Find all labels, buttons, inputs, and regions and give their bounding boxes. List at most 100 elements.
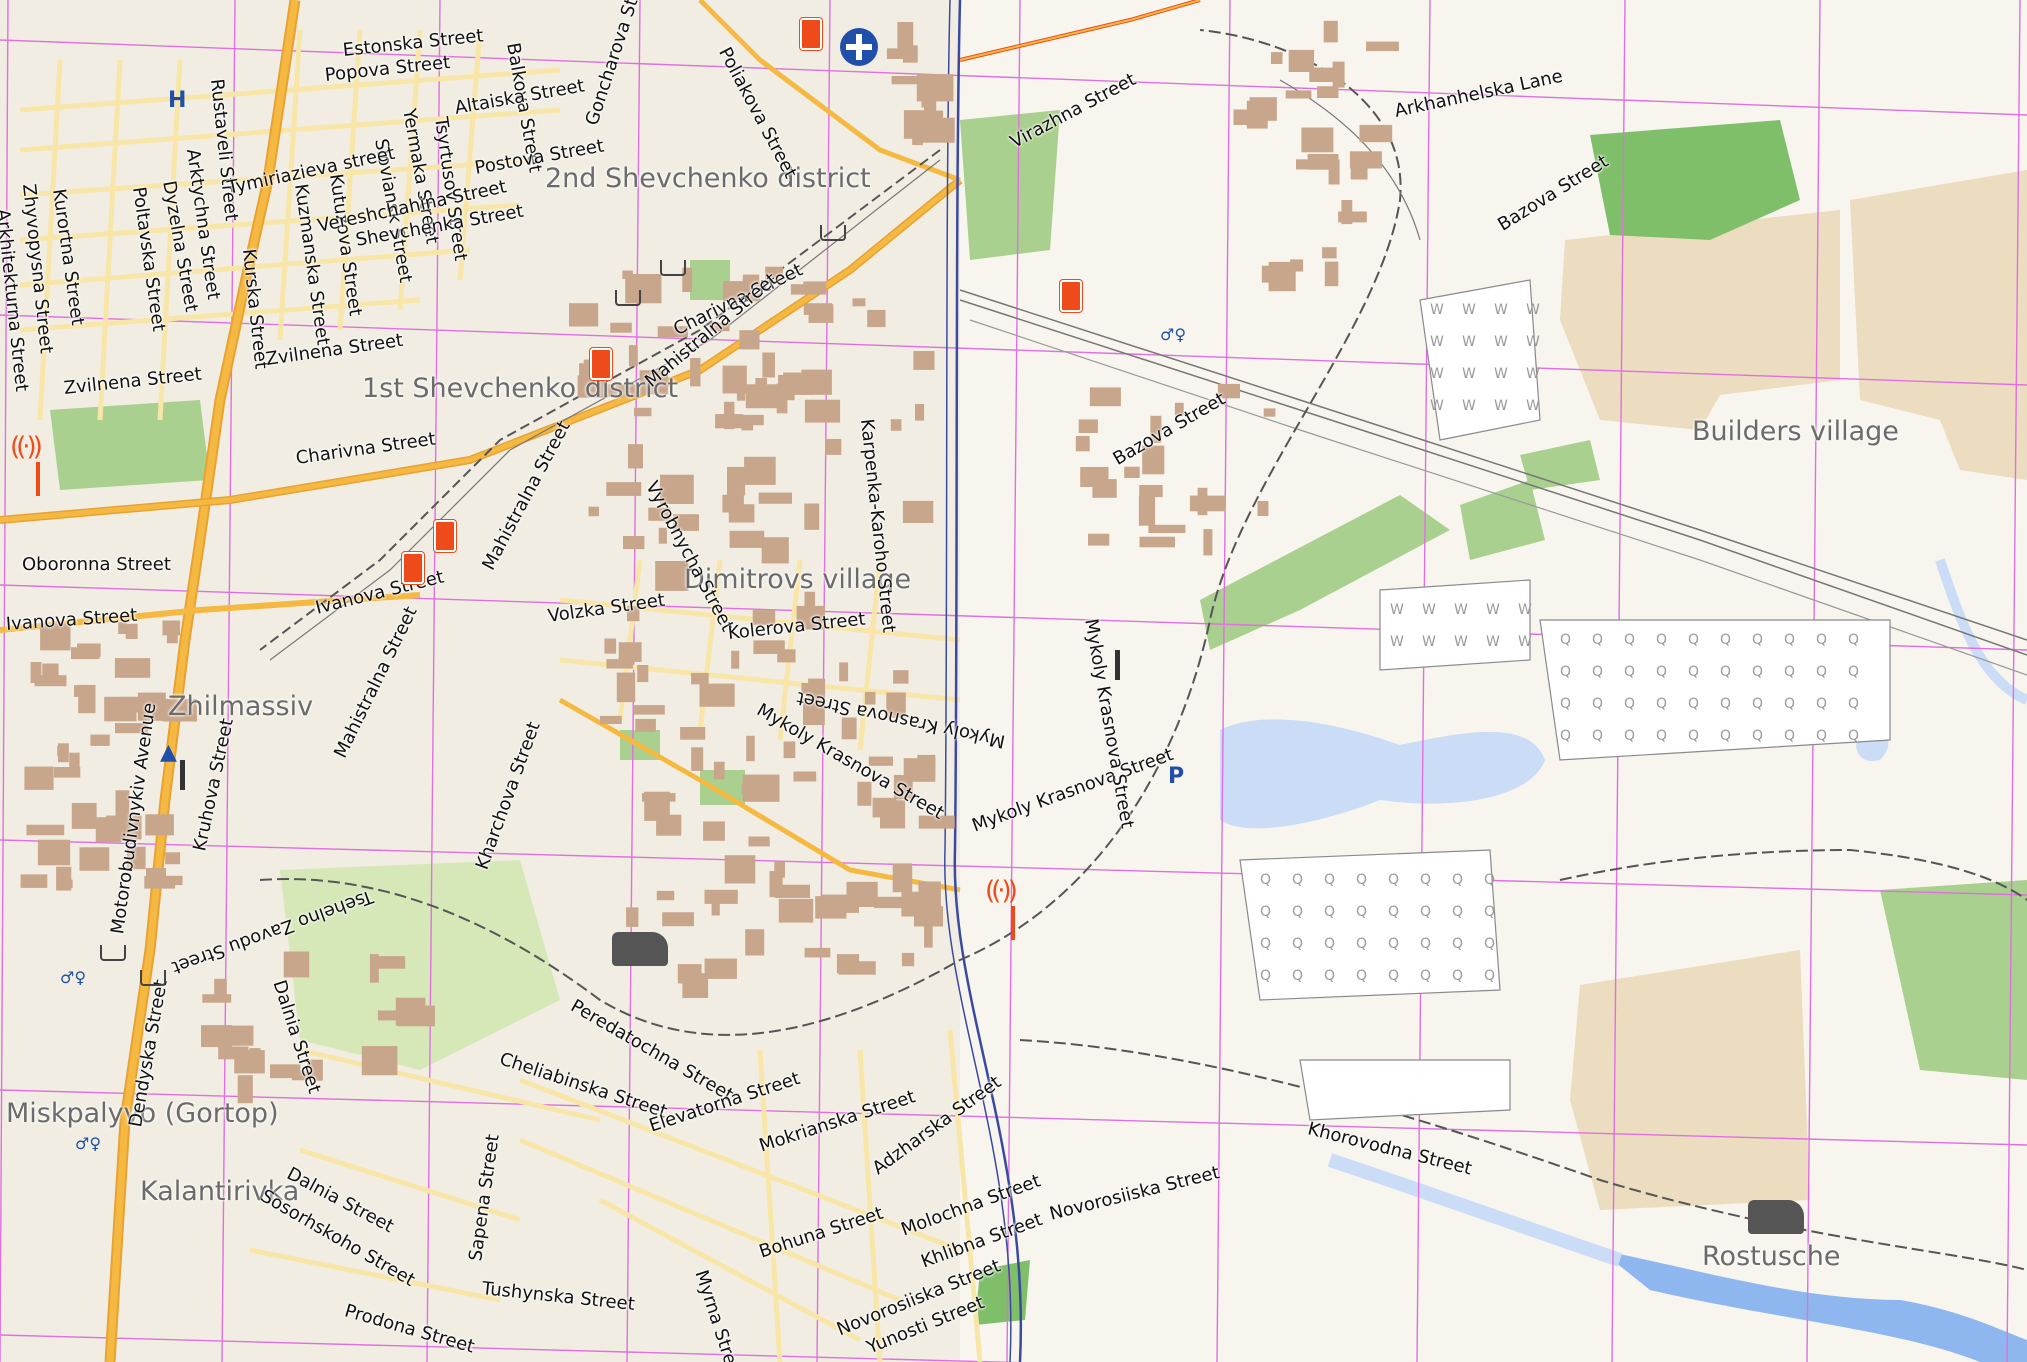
building: [377, 956, 406, 969]
fuel-station-icon[interactable]: [590, 348, 612, 380]
land-symbol: W: [1454, 602, 1468, 618]
building: [841, 717, 857, 740]
land-symbol: Q: [1848, 728, 1859, 744]
building: [1350, 168, 1368, 180]
building: [639, 370, 669, 395]
building: [691, 747, 704, 771]
building: [864, 691, 876, 705]
building: [1271, 52, 1283, 64]
land-symbol: Q: [1720, 696, 1731, 712]
sand-area: [1570, 950, 1810, 1210]
building: [1317, 86, 1339, 98]
fuel-station-icon[interactable]: [434, 520, 456, 552]
land-symbol: Q: [1420, 968, 1431, 984]
radio-tower-icon[interactable]: ((·)): [10, 432, 43, 496]
shopping-cart-icon[interactable]: [660, 260, 686, 276]
building: [1257, 501, 1269, 516]
parking-icon[interactable]: P: [1168, 764, 1185, 789]
fuel-station-icon[interactable]: [800, 18, 822, 50]
building: [765, 266, 783, 283]
building: [166, 621, 178, 644]
building: [145, 814, 174, 836]
building: [283, 951, 310, 978]
toilets-icon[interactable]: ♂♀: [75, 1134, 102, 1153]
building: [1328, 159, 1340, 185]
building: [71, 647, 100, 660]
building: [79, 847, 110, 871]
fuel-station-icon[interactable]: [402, 552, 424, 584]
hotel-icon[interactable]: H: [168, 88, 187, 113]
building: [893, 670, 909, 684]
building: [114, 658, 151, 678]
land-symbol: Q: [1720, 632, 1731, 648]
building: [741, 784, 773, 795]
major-roads: [0, 0, 1201, 1362]
building: [381, 1054, 392, 1073]
building: [839, 662, 849, 682]
building: [118, 622, 127, 634]
building: [237, 1075, 253, 1104]
steam-locomotive-icon[interactable]: [612, 932, 668, 966]
building: [901, 952, 915, 967]
building: [902, 500, 934, 523]
building: [804, 947, 831, 958]
building: [691, 672, 709, 685]
building: [1080, 467, 1109, 487]
building: [893, 775, 913, 800]
radio-tower-icon[interactable]: ((·)): [985, 876, 1018, 940]
building: [709, 322, 730, 332]
land-symbol: Q: [1688, 696, 1699, 712]
factory-chimney-icon[interactable]: [180, 760, 185, 790]
land-symbol: W: [1518, 602, 1532, 618]
land-symbol: Q: [1484, 936, 1495, 952]
building: [54, 767, 81, 778]
building: [1124, 466, 1140, 478]
land-symbol: Q: [1452, 968, 1463, 984]
land-symbol: Q: [1752, 664, 1763, 680]
land-symbol: W: [1462, 334, 1476, 350]
building: [1288, 49, 1315, 72]
hospital-cross-icon[interactable]: [840, 28, 878, 66]
camping-tent-icon[interactable]: ▲: [160, 740, 177, 765]
land-symbol: Q: [1260, 968, 1271, 984]
building: [115, 723, 149, 734]
land-symbol: Q: [1656, 632, 1667, 648]
building: [821, 894, 859, 913]
building: [24, 766, 54, 790]
shopping-cart-icon[interactable]: [100, 945, 126, 961]
land-symbol: W: [1486, 634, 1500, 650]
building: [825, 439, 842, 455]
building: [891, 76, 930, 85]
toilets-icon[interactable]: ♂♀: [60, 968, 87, 987]
land-symbol: Q: [1356, 936, 1367, 952]
building: [1088, 533, 1110, 546]
fuel-station-icon[interactable]: [1060, 280, 1082, 312]
building: [662, 912, 694, 927]
land-symbol: Q: [1816, 664, 1827, 680]
building: [26, 824, 65, 836]
building: [731, 650, 740, 669]
building: [20, 874, 48, 888]
land-symbol: W: [1430, 334, 1444, 350]
toilets-icon[interactable]: ♂♀: [1160, 325, 1187, 344]
land-symbol: Q: [1560, 632, 1571, 648]
shopping-cart-icon[interactable]: [615, 290, 641, 306]
building: [753, 640, 785, 654]
building: [1324, 261, 1339, 287]
shopping-cart-icon[interactable]: [820, 225, 846, 241]
land-symbol: Q: [1624, 664, 1635, 680]
building: [758, 492, 792, 504]
park-area: [1460, 480, 1545, 560]
building: [728, 414, 764, 426]
building: [803, 698, 825, 726]
land-symbol: Q: [1752, 632, 1763, 648]
building: [1217, 383, 1240, 399]
building: [656, 890, 675, 901]
building: [64, 879, 73, 889]
building: [917, 754, 936, 771]
shopping-cart-icon[interactable]: [140, 970, 166, 986]
building-blocks: [20, 20, 1399, 1104]
steam-locomotive-icon[interactable]: [1748, 1200, 1804, 1234]
factory-chimney-icon[interactable]: [1115, 650, 1120, 680]
